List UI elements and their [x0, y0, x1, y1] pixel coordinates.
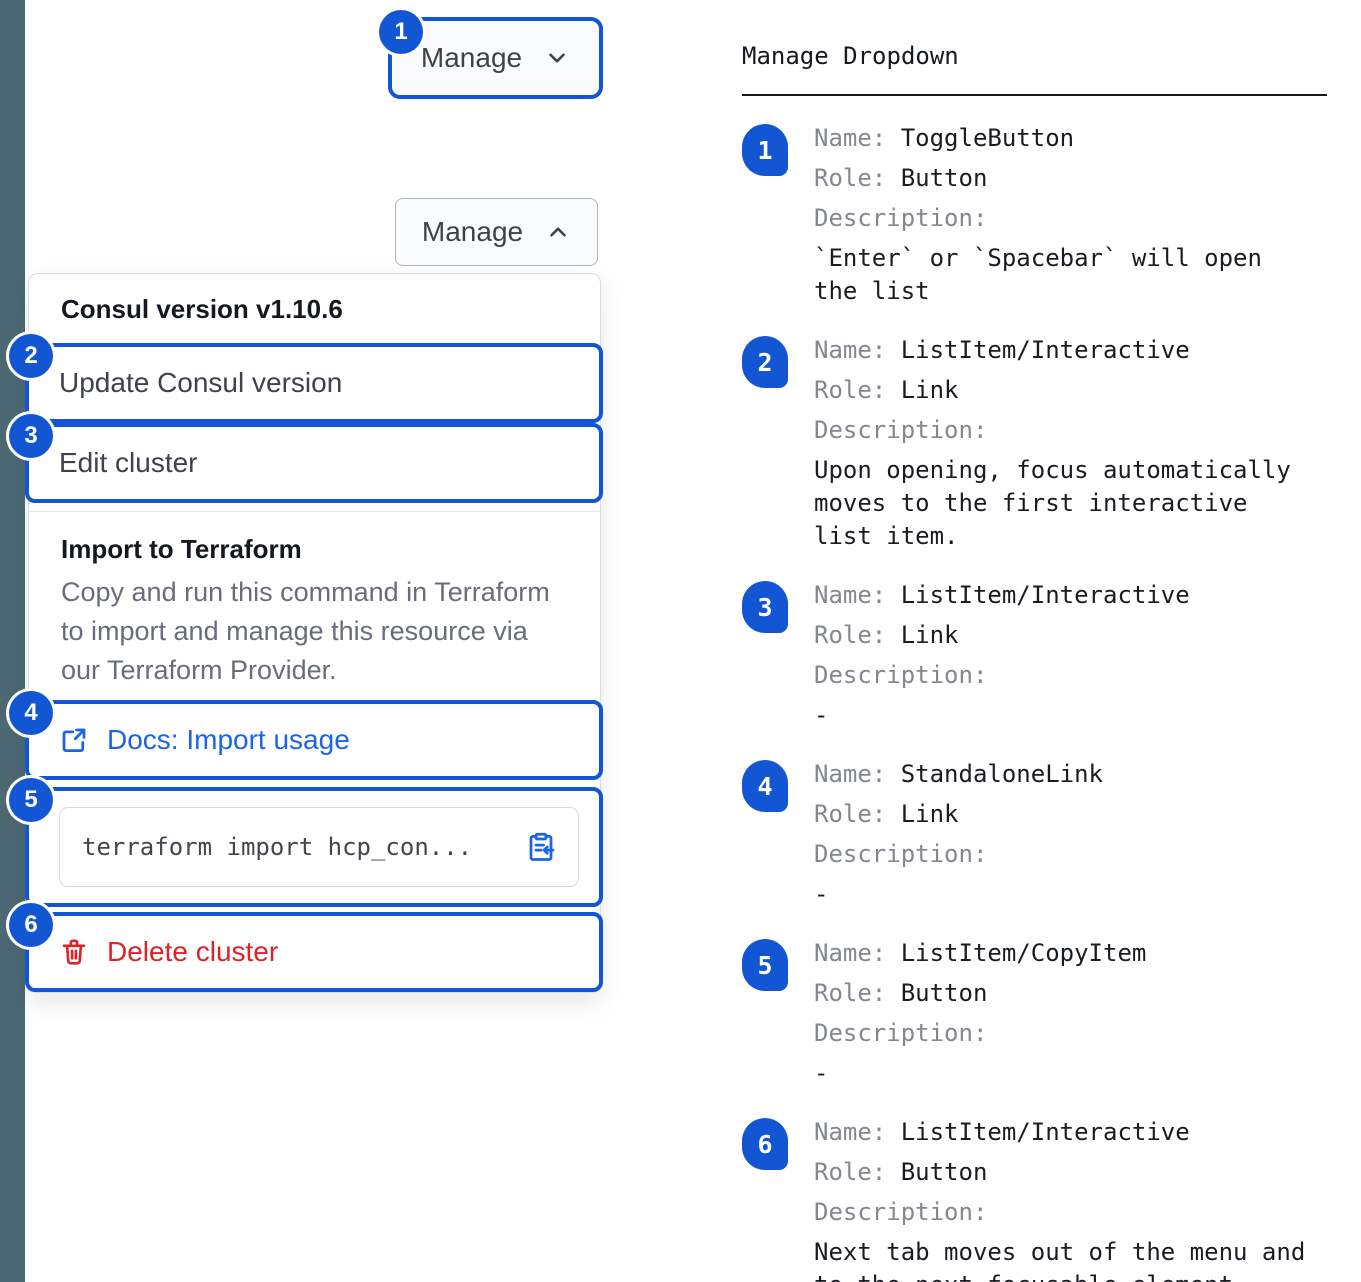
description-label: Description: — [814, 416, 988, 444]
spec-row-6: 6 Name: ListItem/Interactive Role: Butto… — [742, 1116, 1338, 1282]
update-consul-version-label: Update Consul version — [59, 367, 343, 398]
name-label: Name: — [814, 124, 887, 152]
description-value: - — [814, 1059, 829, 1087]
annotation-badge-6-spec: 6 — [742, 1118, 788, 1170]
role-value: Button — [900, 1158, 988, 1186]
name-label: Name: — [814, 336, 887, 364]
spec-row-3: 3 Name: ListItem/Interactive Role: Link … — [742, 579, 1338, 732]
title-underline — [742, 94, 1327, 96]
manage-toggle-button-expanded[interactable]: Manage — [395, 198, 598, 266]
role-value: Button — [900, 979, 988, 1007]
menu-item-copy-command[interactable]: 5 terraform import hcp_con... — [9, 778, 603, 907]
description-label: Description: — [814, 204, 988, 232]
name-label: Name: — [814, 1118, 887, 1146]
role-label: Role: — [814, 376, 887, 404]
description-value: Next tab moves out of the menu and to th… — [814, 1238, 1306, 1282]
spec-row-2: 2 Name: ListItem/Interactive Role: Link … — [742, 334, 1338, 553]
name-value: ToggleButton — [900, 124, 1075, 152]
role-label: Role: — [814, 1158, 887, 1186]
description-value: Upon opening, focus automatically moves … — [814, 456, 1291, 550]
description-value: - — [814, 880, 829, 908]
name-value: StandaloneLink — [900, 760, 1103, 788]
edit-cluster-label: Edit cluster — [59, 447, 198, 478]
delete-cluster-label: Delete cluster — [107, 936, 279, 967]
description-label: Description: — [814, 1198, 988, 1226]
spec-row-1: 1 Name: ToggleButton Role: Button Descri… — [742, 122, 1338, 308]
role-label: Role: — [814, 979, 887, 1007]
name-label: Name: — [814, 581, 887, 609]
consul-version-header: Consul version v1.10.6 — [61, 294, 343, 324]
role-value: Link — [900, 621, 959, 649]
annotation-badge-5: 5 — [9, 778, 53, 822]
annotation-badge-1-spec: 1 — [742, 124, 788, 176]
annotation-badge-2-spec: 2 — [742, 336, 788, 388]
name-value: ListItem/Interactive — [900, 336, 1190, 364]
role-value: Link — [900, 376, 959, 404]
import-to-terraform-header: Import to Terraform — [61, 534, 302, 564]
spec-column: Manage Dropdown 1 Name: ToggleButton Rol… — [742, 30, 1338, 1282]
description-value: `Enter` or `Spacebar` will open the list — [814, 244, 1262, 305]
annotation-badge-2: 2 — [9, 334, 53, 378]
description-label: Description: — [814, 661, 988, 689]
annotation-badge-1: 1 — [379, 10, 423, 54]
menu-item-delete-cluster[interactable]: 6 Delete cluster — [9, 903, 603, 992]
name-value: ListItem/Interactive — [900, 1118, 1190, 1146]
description-label: Description: — [814, 1019, 988, 1047]
annotation-badge-6: 6 — [9, 903, 53, 947]
name-value: ListItem/Interactive — [900, 581, 1190, 609]
clipboard-copy-icon[interactable] — [526, 832, 556, 862]
name-label: Name: — [814, 760, 887, 788]
annotation-badge-3: 3 — [9, 414, 53, 458]
chevron-down-icon — [549, 53, 565, 63]
role-label: Role: — [814, 800, 887, 828]
menu-item-docs-import-usage[interactable]: 4 Docs: Import usage — [9, 691, 603, 780]
description-label: Description: — [814, 840, 988, 868]
description-value: - — [814, 701, 829, 729]
role-label: Role: — [814, 164, 887, 192]
name-value: ListItem/CopyItem — [900, 939, 1147, 967]
terraform-command-text: terraform import hcp_con... — [82, 833, 473, 861]
external-link-icon — [62, 728, 86, 752]
spec-title: Manage Dropdown — [742, 42, 959, 70]
name-label: Name: — [814, 939, 887, 967]
terraform-command-field[interactable]: terraform import hcp_con... — [59, 807, 579, 887]
role-label: Role: — [814, 621, 887, 649]
trash-icon — [62, 939, 86, 965]
manage-button-label: Manage — [420, 42, 523, 73]
docs-import-usage-link[interactable]: Docs: Import usage — [107, 724, 350, 755]
left-edge-bar — [0, 0, 25, 1282]
menu-item-edit-cluster[interactable]: 3 Edit cluster — [9, 414, 603, 503]
spec-row-5: 5 Name: ListItem/CopyItem Role: Button D… — [742, 937, 1338, 1090]
menu-item-update-consul-version[interactable]: 2 Update Consul version — [9, 334, 603, 423]
manage-button-label: Manage — [421, 216, 524, 247]
role-value: Button — [900, 164, 988, 192]
spec-row-4: 4 Name: StandaloneLink Role: Link Descri… — [742, 758, 1338, 911]
annotation-badge-4: 4 — [9, 691, 53, 735]
role-value: Link — [900, 800, 959, 828]
annotation-badge-5-spec: 5 — [742, 939, 788, 991]
annotation-badge-3-spec: 3 — [742, 581, 788, 633]
manage-toggle-button-collapsed[interactable]: 1 Manage — [379, 10, 603, 99]
menu-divider — [29, 511, 600, 512]
annotation-badge-4-spec: 4 — [742, 760, 788, 812]
import-description: Copy and run this command in Terraform t… — [61, 577, 550, 685]
manage-dropdown-menu: Consul version v1.10.6 2 Update Consul v… — [9, 273, 603, 993]
chevron-up-icon — [550, 227, 566, 237]
